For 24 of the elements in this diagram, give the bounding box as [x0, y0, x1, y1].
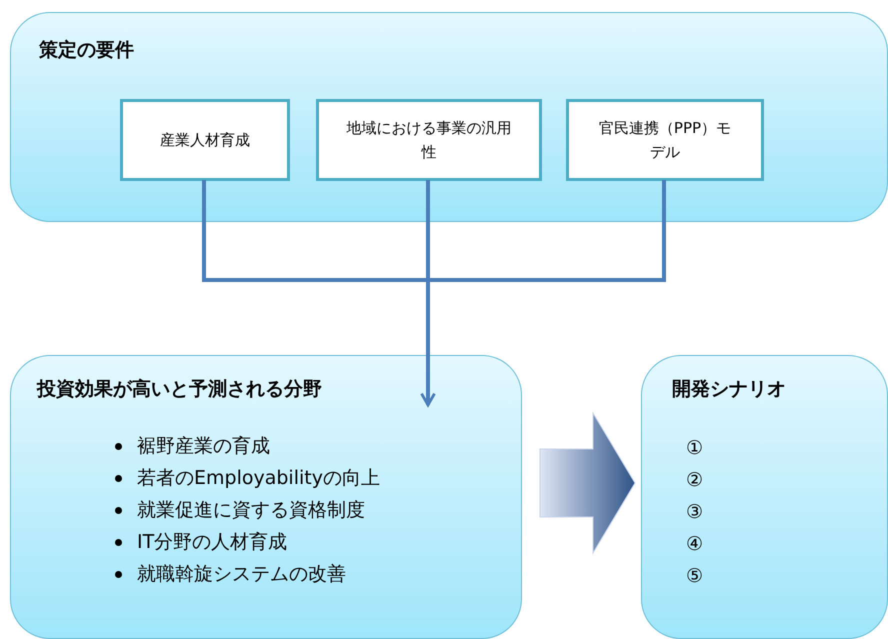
list-number: ② [686, 468, 704, 493]
requirement-box [120, 99, 290, 181]
development-scenario-panel [641, 355, 888, 639]
bullet-item: 裾野産業の育成 [111, 430, 380, 462]
list-number: ③ [686, 500, 704, 525]
list-number: ⑤ [686, 564, 704, 589]
panel-heading: 策定の要件 [39, 38, 134, 63]
list-number: ① [686, 436, 704, 461]
requirement-label: 地域における事業の汎用性 [346, 118, 512, 163]
panel-heading: 投資効果が高いと予測される分野 [37, 377, 322, 402]
bullet-item: 若者のEmployabilityの向上 [111, 462, 380, 494]
requirement-label: 官民連携（PPP）モデル [598, 118, 732, 163]
bullet-item: 就業促進に資する資格制度 [111, 494, 380, 526]
block-arrow [540, 411, 636, 555]
panel-heading: 開発シナリオ [672, 377, 786, 402]
investment-field-panel [10, 355, 522, 639]
list-number: ④ [686, 532, 704, 557]
requirement-box [566, 99, 764, 181]
bullet-item: IT分野の人材育成 [111, 526, 380, 558]
requirement-label: 産業人材育成 [160, 130, 250, 151]
connector-arrow [420, 180, 666, 406]
bullet-item: 就職斡旋システムの改善 [111, 558, 380, 590]
requirements-panel [10, 12, 888, 222]
requirement-box [316, 99, 542, 181]
